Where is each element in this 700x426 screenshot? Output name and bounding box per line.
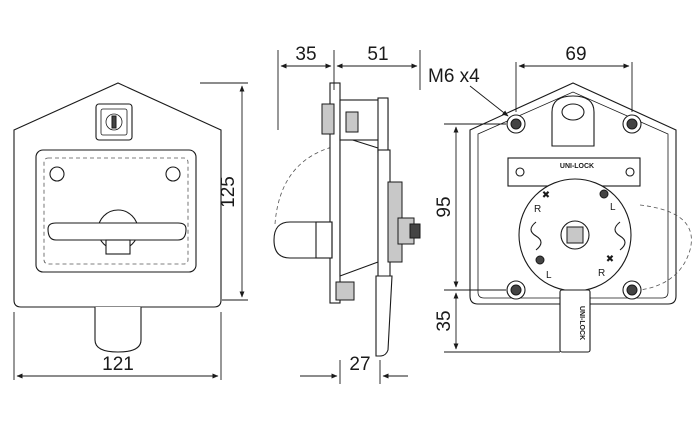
keyhole-icon [105,113,123,131]
side-rear-washer [409,223,421,239]
side-dimensions: 35 51 27 [277,44,421,384]
dim-rear-hole-spacing: 95 [434,196,455,217]
side-pawl [377,97,389,153]
t-handle [47,222,187,241]
handle-stem [105,239,131,255]
side-lower-stem [375,275,393,357]
rear-view: UNI-LOCK ✖ ✖ R L L R UNI-LOCK [469,82,692,353]
bolt-bottom-left [506,280,526,300]
dim-front-height: 125 [218,176,239,208]
brand-label-stem: UNI-LOCK [578,306,585,340]
rear-pin-top [599,189,609,199]
cross-icon-top: ✖ [542,190,550,201]
keyhole-slot [111,115,117,129]
bolt-top-right [622,114,642,134]
side-top-nut [345,111,359,133]
side-handle [273,221,333,259]
letter-right-1: L [610,202,616,213]
tray-screw-left [49,166,65,182]
side-handle-collar [315,221,333,259]
rear-plate-hole-right [625,167,635,177]
bolt-callout: M6 x4 [428,66,480,87]
dim-side-bottom: 27 [349,354,370,375]
key-cylinder-inner [100,108,128,136]
side-view [273,82,421,357]
swing-arc [274,145,337,225]
side-bottom-block [335,281,355,301]
brand-label-top: UNI-LOCK [560,163,594,170]
rear-plate-hole-left [515,167,525,177]
letter-left-2: L [546,270,552,281]
dim-side-depth-right: 51 [367,44,388,65]
bolt-top-left [506,114,526,134]
spring-icon-right [614,221,626,251]
rear-center-ring [560,220,590,250]
rear-dimensions: 69 M6 x4 95 35 [428,44,633,353]
rear-stem [559,289,591,353]
letter-right-2: R [598,268,605,279]
tray-screw-right [165,166,181,182]
rear-center-nut [566,226,584,244]
side-body [339,135,379,277]
front-tray-outer [35,149,197,273]
dim-side-depth-left: 35 [295,44,316,65]
front-dimensions: 125 121 [13,82,248,380]
dim-front-width: 121 [102,354,134,375]
front-body-outline [13,82,222,308]
rear-pin-bottom [535,255,545,265]
rear-latch-slot [561,103,585,121]
spring-icon-left [530,221,542,251]
rear-swing-arc [639,204,692,291]
letter-left-1: R [534,204,541,215]
front-stem [94,307,142,353]
cross-icon-bottom: ✖ [606,254,614,265]
bolt-bottom-right [622,280,642,300]
side-top-block [321,103,335,135]
dim-rear-stem: 35 [434,310,455,331]
dim-rear-width: 69 [565,44,586,65]
front-tray-inner [43,157,189,265]
rear-inner-outline [477,91,669,299]
front-view [13,82,222,353]
